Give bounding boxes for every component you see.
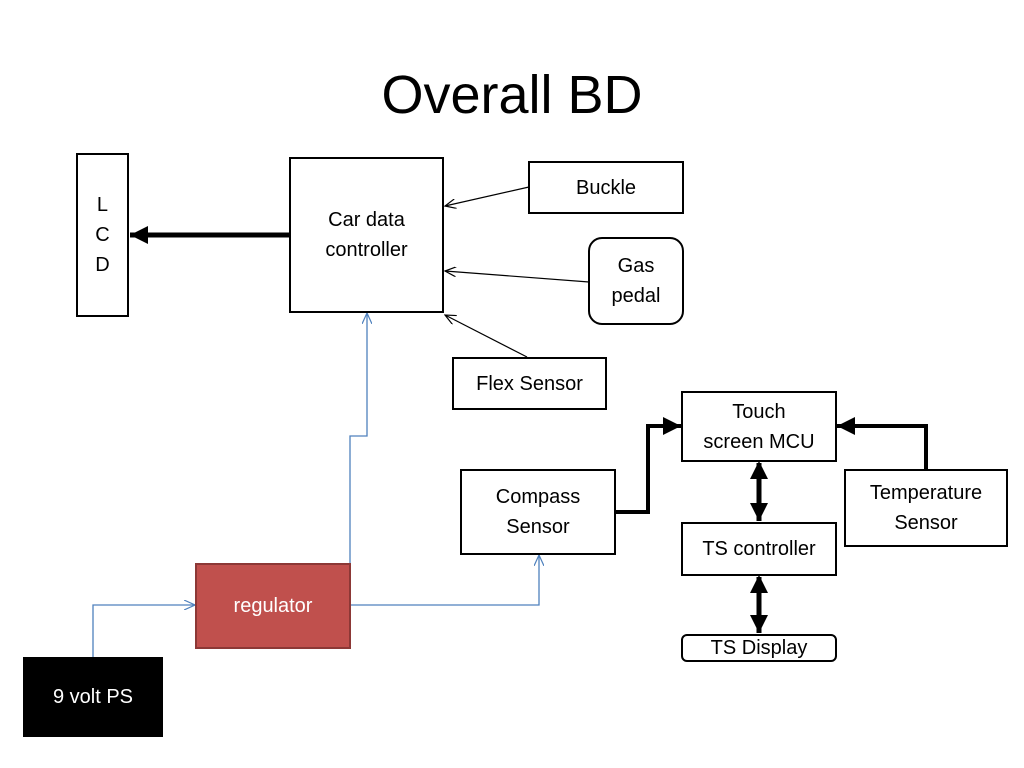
wire-ps-to-regulator <box>92 605 195 658</box>
buckle-block: Buckle <box>528 161 684 214</box>
flex-sensor-block: Flex Sensor <box>452 357 607 410</box>
car-data-controller-label: Car data controller <box>325 209 408 261</box>
arrow-temperature-to-mcu <box>837 417 928 469</box>
regulator-label: regulator <box>233 595 313 617</box>
gas-pedal-label: Gas pedal <box>611 255 661 307</box>
lcd-block: L C D <box>76 153 129 317</box>
lcd-label: L C D <box>95 194 110 276</box>
ts-controller-label: TS controller <box>702 538 816 560</box>
regulator-block: regulator <box>195 563 351 649</box>
arrow-flex-sensor-to-controller <box>445 315 528 358</box>
flex-sensor-label: Flex Sensor <box>476 372 583 395</box>
temperature-sensor-label: Temperature Sensor <box>869 482 983 534</box>
ts-controller-block: TS controller <box>681 522 837 576</box>
arrow-compass-to-mcu <box>615 417 681 514</box>
compass-sensor-label: Compass Sensor <box>495 486 581 538</box>
touch-screen-mcu-label: Touch screen MCU <box>703 400 815 453</box>
power-supply-label: 9 volt PS <box>52 686 134 708</box>
car-data-controller-block: Car data controller <box>289 157 444 313</box>
ts-display-block: TS Display <box>681 634 837 662</box>
slide-title: Overall BD <box>381 65 643 125</box>
compass-sensor-block: Compass Sensor <box>460 469 616 555</box>
gas-pedal-block: Gas pedal <box>588 237 684 325</box>
buckle-label: Buckle <box>575 176 637 199</box>
wire-regulator-to-compass <box>350 555 539 606</box>
temperature-sensor-block: Temperature Sensor <box>844 469 1008 547</box>
touch-screen-mcu-block: Touch screen MCU <box>681 391 837 462</box>
power-supply-block: 9 volt PS <box>23 657 163 737</box>
ts-display-label: TS Display <box>710 637 808 659</box>
arrow-buckle-to-controller <box>445 186 530 206</box>
wire-regulator-to-controller <box>349 313 367 563</box>
arrow-gas-pedal-to-controller <box>445 271 590 283</box>
